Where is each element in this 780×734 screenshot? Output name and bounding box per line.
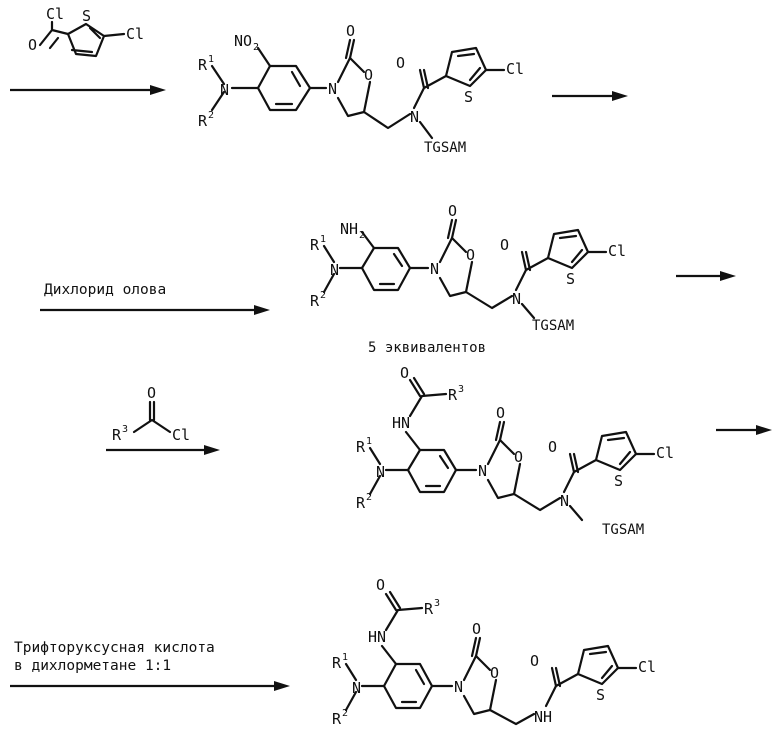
reaction-arrow-6 bbox=[716, 425, 772, 435]
r-atom: R bbox=[310, 236, 320, 254]
o-atom: O bbox=[496, 404, 505, 422]
o-atom: O bbox=[376, 576, 385, 594]
o-atom: O bbox=[346, 22, 355, 40]
n-atom: N bbox=[410, 108, 419, 126]
cl-atom: Cl bbox=[172, 426, 190, 444]
o-atom: O bbox=[448, 202, 457, 220]
reagent-thiophene-acyl-chloride: Cl O S Cl bbox=[28, 5, 144, 56]
n-atom: N bbox=[352, 679, 361, 697]
n-atom: N bbox=[512, 290, 521, 308]
cl-atom: Cl bbox=[126, 25, 144, 43]
o-atom: O bbox=[396, 54, 405, 72]
reaction-arrow-1 bbox=[10, 85, 166, 95]
o-atom: O bbox=[500, 236, 509, 254]
condition-equivalents-note: 5 эквивалентов bbox=[368, 340, 486, 356]
reaction-arrow-5 bbox=[106, 445, 220, 455]
o-atom: O bbox=[147, 384, 156, 402]
r-atom: R bbox=[198, 112, 208, 130]
n-atom: N bbox=[328, 80, 337, 98]
n-atom: N bbox=[430, 260, 439, 278]
cl-atom: Cl bbox=[638, 658, 656, 676]
s-atom: S bbox=[614, 472, 623, 490]
tgsam-linker: TGSAM bbox=[532, 318, 574, 334]
reaction-arrow-4 bbox=[676, 271, 736, 281]
superscript: 2 bbox=[342, 708, 348, 719]
superscript: 3 bbox=[122, 424, 128, 435]
reaction-arrow-3 bbox=[40, 305, 270, 315]
r-atom: R bbox=[310, 292, 320, 310]
subscript: 2 bbox=[253, 42, 259, 53]
superscript: 1 bbox=[366, 436, 372, 447]
nh2-group: NH bbox=[340, 220, 358, 238]
superscript: 2 bbox=[366, 492, 372, 503]
condition-tin-dichloride: Дихлорид олова bbox=[44, 282, 166, 298]
cl-atom: Cl bbox=[506, 60, 524, 78]
n-atom: N bbox=[376, 463, 385, 481]
tgsam-linker: TGSAM bbox=[424, 140, 466, 156]
compound-amine-intermediate: N R 1 R 2 NH 2 N O O N TGSAM O S Cl bbox=[310, 202, 626, 334]
o-atom: O bbox=[514, 448, 523, 466]
cl-atom: Cl bbox=[656, 444, 674, 462]
n-atom: N bbox=[330, 261, 339, 279]
o-atom: O bbox=[490, 664, 499, 682]
compound-final-product: N R 1 R 2 HN O R 3 N O O NH O S Cl bbox=[332, 576, 656, 728]
superscript: 2 bbox=[320, 290, 326, 301]
o-atom: O bbox=[472, 620, 481, 638]
superscript: 3 bbox=[458, 384, 464, 395]
n-atom: N bbox=[560, 492, 569, 510]
r-atom: R bbox=[332, 654, 342, 672]
s-atom: S bbox=[82, 7, 91, 25]
superscript: 2 bbox=[208, 110, 214, 121]
o-atom: O bbox=[548, 438, 557, 456]
o-atom: O bbox=[400, 364, 409, 382]
r-atom: R bbox=[332, 710, 342, 728]
o-atom: O bbox=[364, 66, 373, 84]
cl-atom: Cl bbox=[46, 5, 64, 23]
condition-tfa-solvent: в дихлорметане 1:1 bbox=[14, 658, 171, 674]
r-atom: R bbox=[112, 426, 122, 444]
n-atom: N bbox=[478, 462, 487, 480]
cl-atom: Cl bbox=[608, 242, 626, 260]
hn-group: HN bbox=[392, 414, 410, 432]
s-atom: S bbox=[464, 88, 473, 106]
r-atom: R bbox=[448, 386, 458, 404]
tgsam-linker: TGSAM bbox=[602, 522, 644, 538]
o-atom: O bbox=[28, 36, 37, 54]
n-atom: N bbox=[220, 81, 229, 99]
condition-tfa: Трифторуксусная кислота bbox=[14, 640, 215, 656]
superscript: 1 bbox=[208, 54, 214, 65]
r-atom: R bbox=[356, 494, 366, 512]
o-atom: O bbox=[530, 652, 539, 670]
r-atom: R bbox=[198, 56, 208, 74]
r-atom: R bbox=[424, 600, 434, 618]
compound-amide-intermediate: N R 1 R 2 HN O R 3 N O O N TGSAM O S Cl bbox=[356, 364, 674, 538]
compound-nitro-intermediate: N R 1 R 2 NO 2 N O O N TGSAM O S Cl bbox=[198, 22, 524, 156]
reagent-acyl-chloride: O R 3 Cl bbox=[112, 384, 190, 444]
r-atom: R bbox=[356, 438, 366, 456]
s-atom: S bbox=[566, 270, 575, 288]
nh-group: NH bbox=[534, 708, 552, 726]
subscript: 2 bbox=[359, 230, 365, 241]
superscript: 1 bbox=[320, 234, 326, 245]
reaction-arrow-2 bbox=[552, 91, 628, 101]
reaction-arrow-7 bbox=[10, 681, 290, 691]
superscript: 1 bbox=[342, 652, 348, 663]
superscript: 3 bbox=[434, 598, 440, 609]
s-atom: S bbox=[596, 686, 605, 704]
o-atom: O bbox=[466, 246, 475, 264]
hn-group: HN bbox=[368, 628, 386, 646]
no2-group: NO bbox=[234, 32, 252, 50]
n-atom: N bbox=[454, 678, 463, 696]
